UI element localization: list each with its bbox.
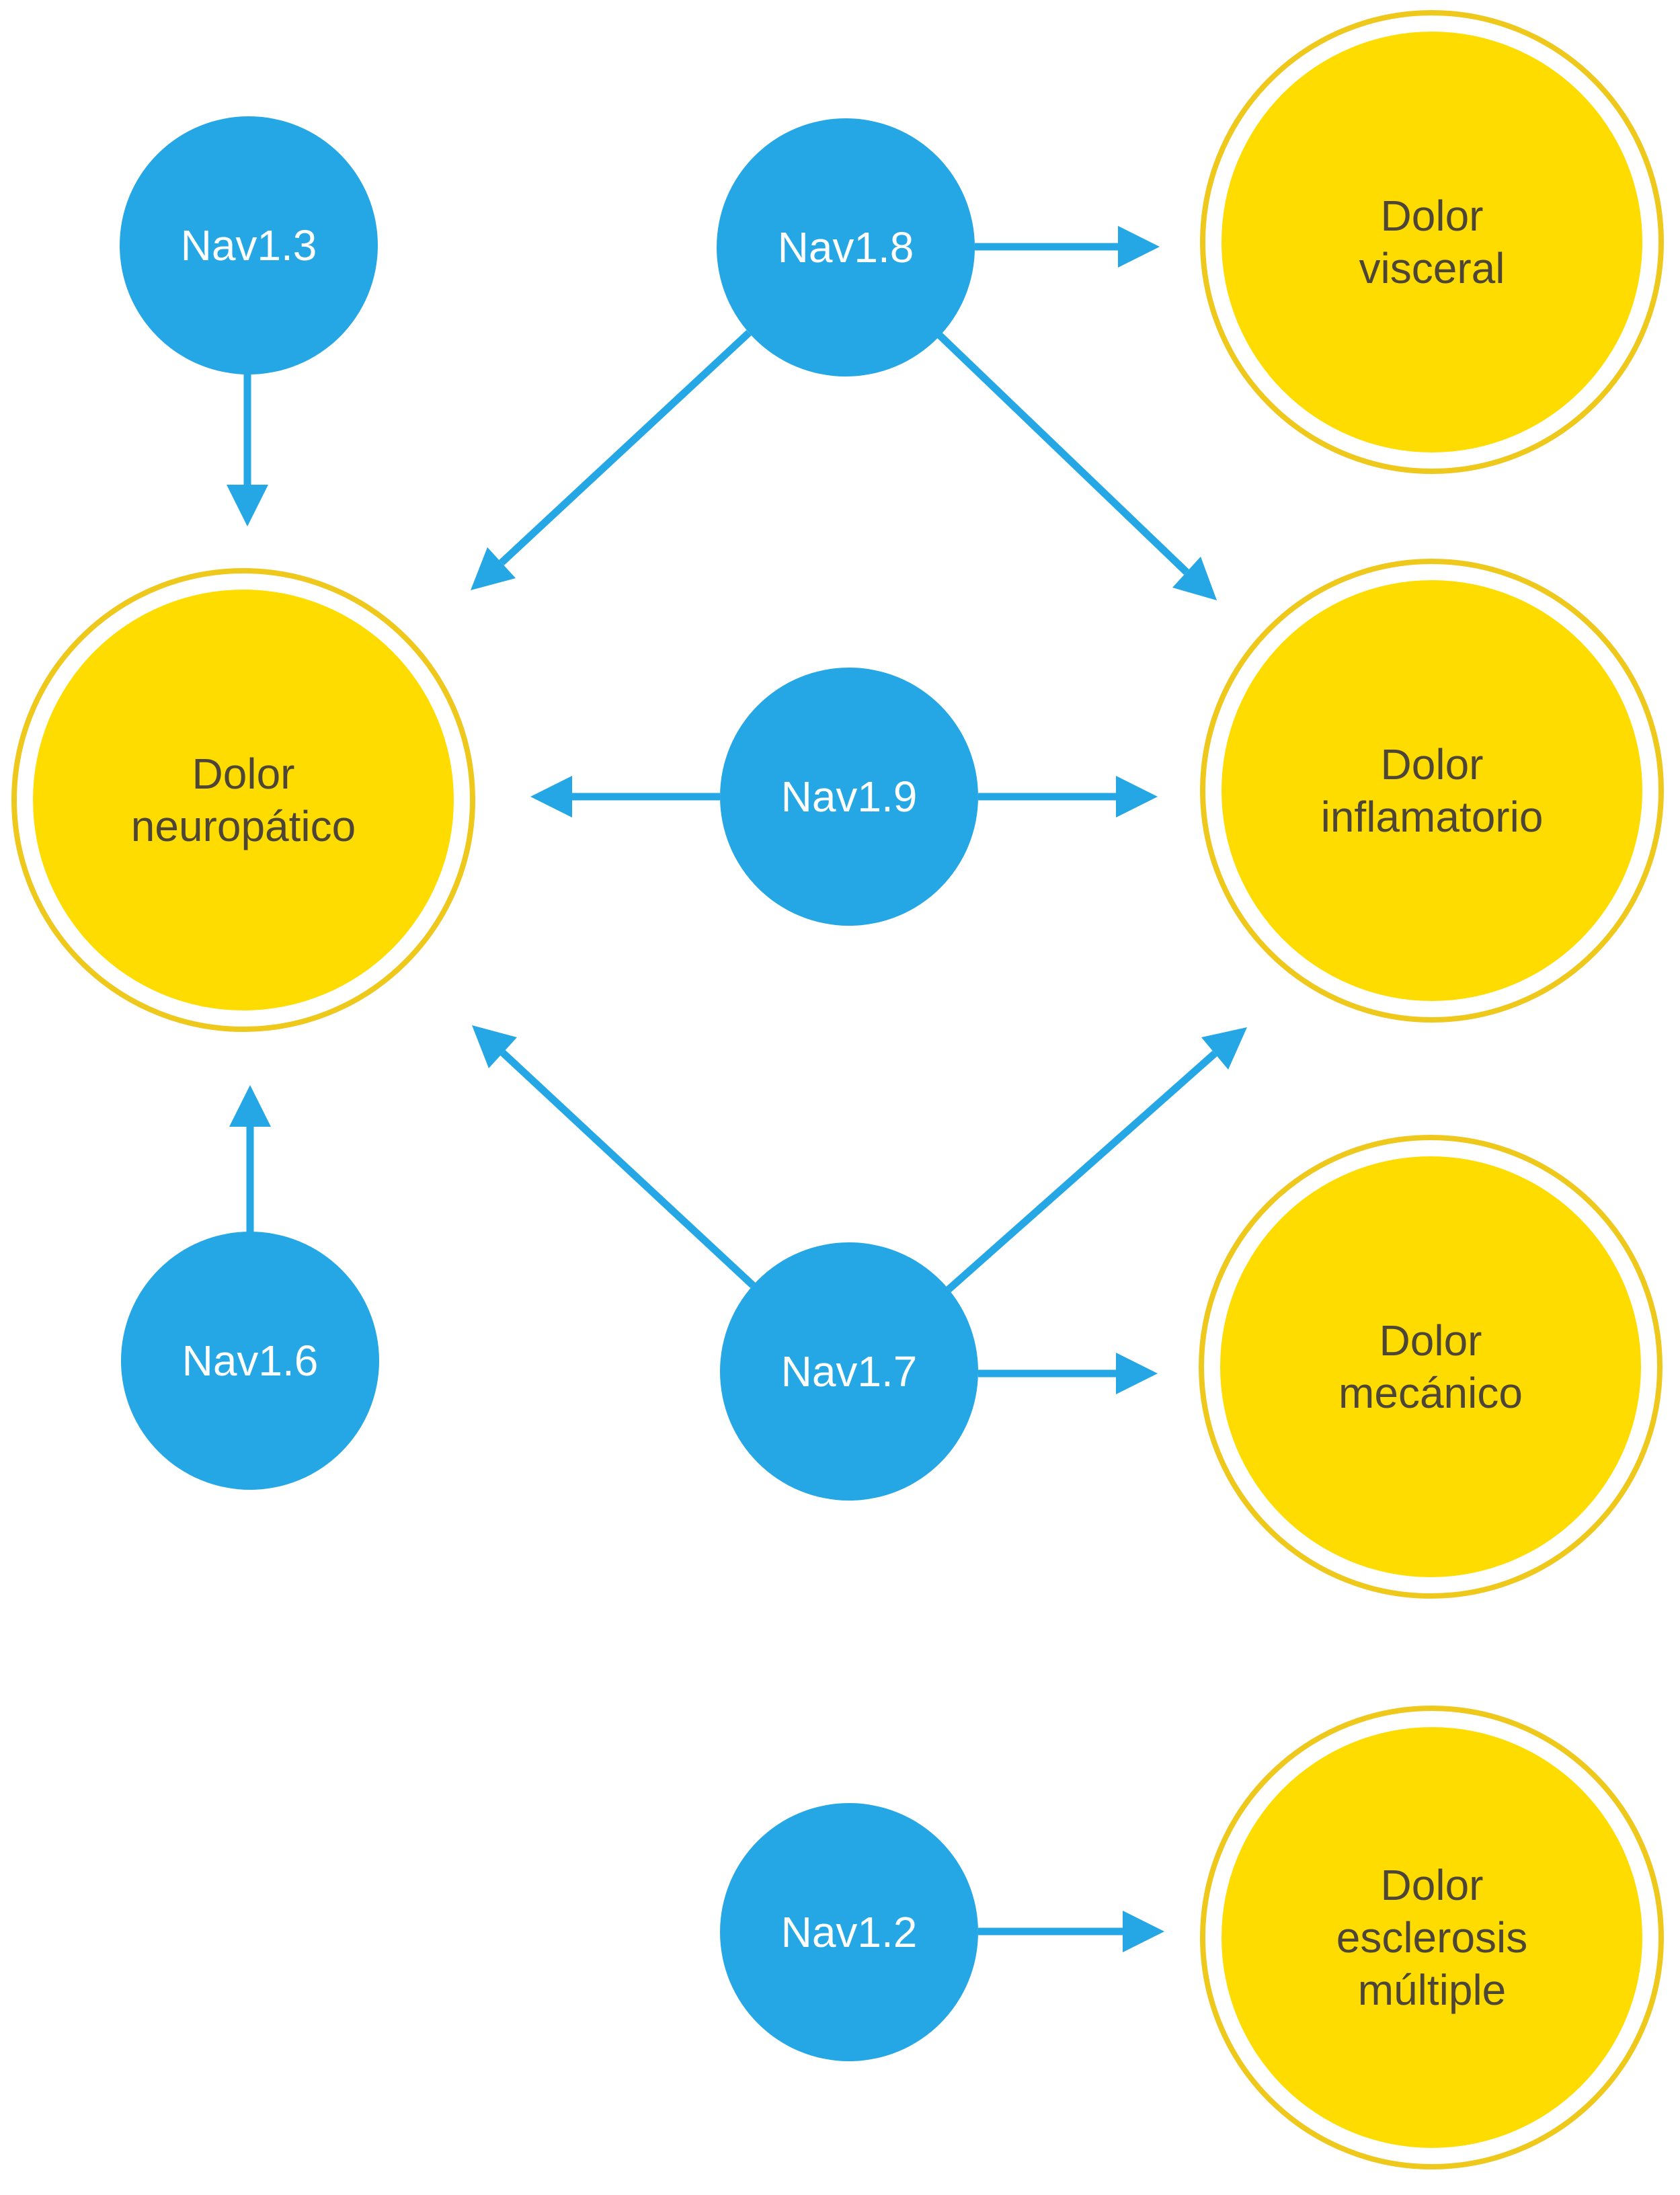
node-label-line: Dolor: [1380, 1861, 1484, 1909]
arrow-nav19-to-inflamatorio: [978, 776, 1158, 817]
node-label: Nav1.6: [182, 1336, 319, 1385]
arrow-nav16-to-neuropatico: [229, 1085, 271, 1234]
node-label: Nav1.8: [777, 223, 914, 272]
node-label-line: Dolor: [1379, 1316, 1482, 1365]
arrow-nav17-to-inflamatorio: [946, 1027, 1247, 1293]
node-inner-circle: Dolor visceral: [1222, 32, 1642, 452]
arrow-nav17-to-neuropatico: [472, 1025, 756, 1289]
node-inner-circle: Dolor inflamatorio: [1222, 580, 1642, 1001]
arrow-nav18-to-visceral: [975, 226, 1160, 268]
node-label-line: visceral: [1359, 244, 1505, 292]
node-inner-circle: Dolor neuropático: [33, 590, 454, 1010]
node-nav1-7: Nav1.7: [720, 1242, 978, 1501]
node-label-line: neuropático: [130, 802, 356, 850]
node-dolor-neuropatico: Dolor neuropático: [11, 568, 475, 1032]
node-nav1-9: Nav1.9: [720, 668, 978, 926]
node-label: Nav1.9: [781, 772, 918, 821]
node-label: Nav1.7: [781, 1347, 918, 1396]
node-label: Nav1.3: [180, 221, 317, 270]
node-dolor-visceral: Dolor visceral: [1200, 10, 1664, 474]
node-label-line: esclerosis: [1336, 1913, 1528, 1962]
arrow-nav19-to-neuropatico: [530, 776, 720, 817]
node-label-line: mecánico: [1338, 1369, 1523, 1417]
arrow-nav12-to-esclerosis: [978, 1911, 1164, 1952]
node-dolor-inflamatorio: Dolor inflamatorio: [1200, 559, 1664, 1023]
node-dolor-mecanico: Dolor mecánico: [1199, 1135, 1663, 1599]
node-inner-circle: Dolor esclerosis múltiple: [1222, 1727, 1642, 2148]
node-label: Nav1.2: [781, 1908, 918, 1956]
node-nav1-8: Nav1.8: [717, 118, 975, 376]
node-nav1-2: Nav1.2: [720, 1803, 978, 2061]
node-label-line: inflamatorio: [1320, 793, 1544, 841]
node-label-line: Dolor: [192, 750, 295, 798]
arrow-nav13-to-neuropatico: [227, 374, 268, 526]
arrow-nav17-to-mecanico: [978, 1353, 1158, 1394]
arrow-nav18-to-neuropatico: [471, 329, 752, 590]
node-label-line: Dolor: [1380, 740, 1484, 789]
node-label-line: Dolor: [1380, 192, 1484, 240]
node-label-line: múltiple: [1357, 1966, 1507, 2014]
node-nav1-3: Nav1.3: [120, 116, 378, 374]
node-dolor-esclerosis-multiple: Dolor esclerosis múltiple: [1200, 1706, 1664, 2169]
arrow-nav18-to-inflamatorio: [937, 333, 1217, 600]
node-nav1-6: Nav1.6: [121, 1232, 379, 1490]
node-inner-circle: Dolor mecánico: [1220, 1156, 1641, 1577]
